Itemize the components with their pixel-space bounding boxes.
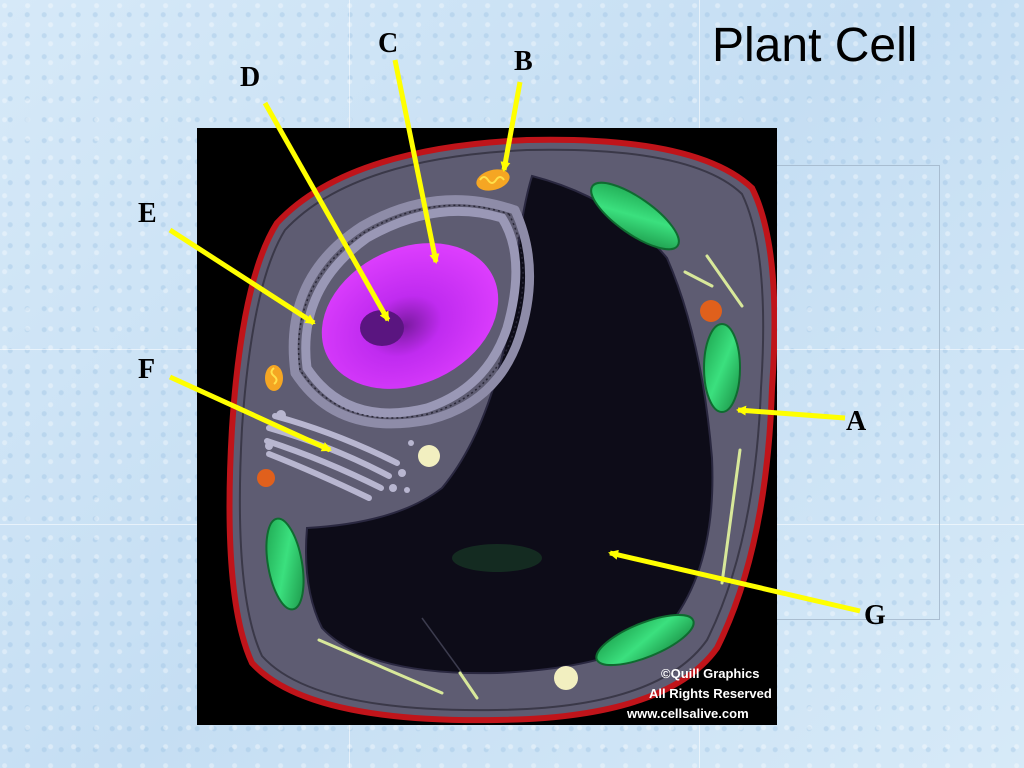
chloroplast <box>590 181 680 251</box>
credit-line-3: www.cellsalive.com <box>626 706 749 721</box>
label-a: A <box>846 406 867 437</box>
credit-line-1: ©Quill Graphics <box>661 666 759 681</box>
vesicle <box>418 445 440 467</box>
chloroplast <box>703 323 741 413</box>
arrow-g <box>608 549 861 614</box>
peroxisome <box>700 300 722 322</box>
golgi-vesicles <box>265 410 414 493</box>
mitochondrion <box>476 169 510 191</box>
mitochondrion <box>265 365 283 391</box>
label-d: D <box>240 62 261 93</box>
peroxisome <box>257 469 275 487</box>
vacuole-shadow <box>452 544 542 572</box>
label-g: G <box>864 600 886 631</box>
chloroplast <box>265 517 305 611</box>
arrow-c <box>392 59 440 264</box>
vacuole-streak <box>421 617 463 674</box>
credit-line-2: All Rights Reserved <box>649 686 772 701</box>
image-credit: ©Quill Graphics All Rights Reserved www.… <box>626 666 772 721</box>
central-vacuole <box>305 174 714 675</box>
arrow-e <box>168 227 316 326</box>
label-f: F <box>138 354 156 385</box>
decorative-frame <box>777 165 940 620</box>
label-c: C <box>378 28 399 59</box>
label-b: B <box>514 46 533 77</box>
arrow-f <box>168 374 332 453</box>
label-e: E <box>138 198 157 229</box>
microtubules <box>317 254 744 700</box>
arrow-a <box>736 405 846 421</box>
endoplasmic-reticulum <box>288 195 534 429</box>
slide-title: Plant Cell <box>712 19 918 72</box>
nucleolus <box>360 310 404 346</box>
arrow-b <box>500 81 523 172</box>
arrow-d <box>262 101 391 322</box>
vesicle <box>554 666 578 690</box>
chloroplast <box>595 613 695 667</box>
cell-membrane <box>238 148 765 712</box>
